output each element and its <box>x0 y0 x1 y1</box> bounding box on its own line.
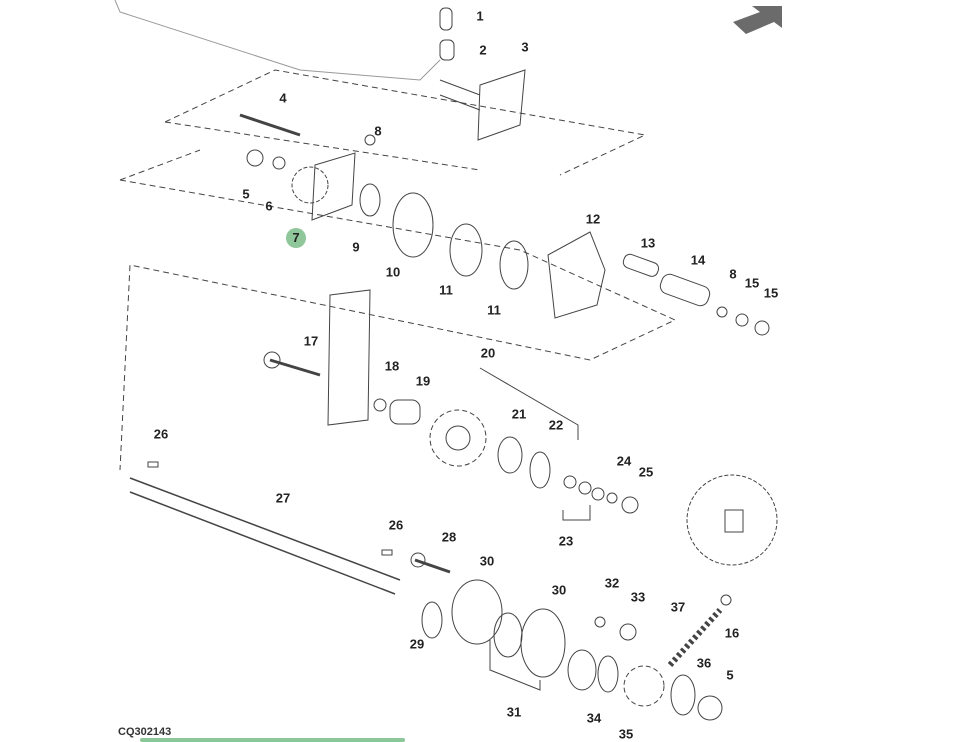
callout[interactable]: 18 <box>384 358 400 374</box>
callout[interactable]: 6 <box>265 198 273 214</box>
callout[interactable]: 10 <box>385 264 401 280</box>
callout[interactable]: 23 <box>558 533 574 549</box>
callout[interactable]: 20 <box>480 345 496 361</box>
highlight-bar <box>140 738 405 742</box>
callout[interactable]: 17 <box>303 333 319 349</box>
callout[interactable]: 24 <box>616 453 632 469</box>
callout[interactable]: 2 <box>479 42 487 58</box>
diagram-code: CQ302143 <box>118 726 172 738</box>
callout[interactable]: 26 <box>153 426 169 442</box>
callout[interactable]: 31 <box>506 704 522 720</box>
callout[interactable]: 12 <box>585 211 601 227</box>
callout[interactable]: 9 <box>352 239 360 255</box>
callout[interactable]: 22 <box>548 417 564 433</box>
callout[interactable]: 11 <box>487 302 501 318</box>
callout[interactable]: 28 <box>441 529 457 545</box>
callout[interactable]: 8 <box>729 266 737 282</box>
callout[interactable]: 4 <box>279 90 287 106</box>
callout-highlighted[interactable]: 7 <box>286 228 306 248</box>
callout[interactable]: 15 <box>744 275 760 291</box>
callout[interactable]: 26 <box>388 517 404 533</box>
callout[interactable]: 13 <box>640 235 656 251</box>
callout[interactable]: 27 <box>275 490 291 506</box>
callout[interactable]: 33 <box>630 589 646 605</box>
callout[interactable]: 37 <box>670 599 686 615</box>
callout[interactable]: 29 <box>409 636 425 652</box>
callout[interactable]: 16 <box>724 625 740 641</box>
callout[interactable]: 32 <box>604 575 620 591</box>
callout[interactable]: 3 <box>521 39 529 55</box>
callout[interactable]: 1 <box>476 8 484 24</box>
callout[interactable]: 36 <box>696 655 712 671</box>
callout[interactable]: 25 <box>638 464 654 480</box>
callout[interactable]: 21 <box>511 406 527 422</box>
callout[interactable]: 30 <box>551 582 567 598</box>
callout[interactable]: 14 <box>690 252 706 268</box>
callout[interactable]: 11 <box>439 282 453 298</box>
callout[interactable]: 5 <box>242 186 250 202</box>
callout[interactable]: 15 <box>763 285 779 301</box>
callout[interactable]: 30 <box>479 553 495 569</box>
callout[interactable]: 5 <box>726 667 734 683</box>
callout[interactable]: 8 <box>374 123 382 139</box>
arrow-up-right-icon <box>733 6 782 34</box>
callout[interactable]: 19 <box>415 373 431 389</box>
callout[interactable]: 34 <box>586 710 602 726</box>
callout[interactable]: 35 <box>618 726 634 742</box>
